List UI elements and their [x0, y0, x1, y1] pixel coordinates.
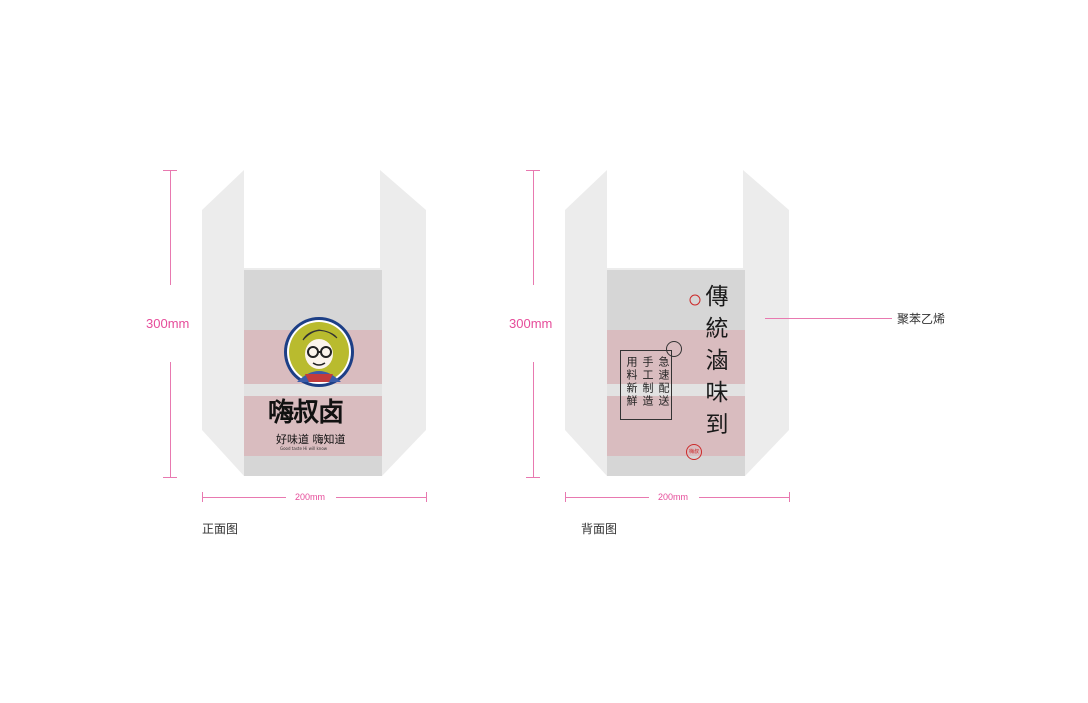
mascot-logo-icon	[284, 317, 354, 387]
front-height-line-top	[170, 170, 171, 285]
material-leader-line	[765, 318, 892, 319]
feature-box	[620, 350, 672, 420]
front-height-line-bottom	[170, 362, 171, 477]
back-caption: 背面图	[581, 522, 618, 536]
back-height-line-top	[533, 170, 534, 285]
brand-slogan: 好味道 嗨知道	[276, 433, 346, 446]
back-width-label: 200mm	[658, 492, 689, 502]
back-height-tick-bottom	[526, 477, 540, 478]
brand-name: 嗨叔卤	[268, 398, 344, 428]
feature-col-handmade: 手工制造	[641, 356, 654, 408]
feature-col-delivery: 急速配送	[657, 356, 670, 408]
material-label: 聚苯乙烯	[897, 312, 946, 326]
back-width-line-right	[699, 497, 789, 498]
back-headline: 傳統滷味到	[701, 284, 727, 444]
outline-circle-icon	[666, 341, 682, 357]
front-width-line-right	[336, 497, 426, 498]
back-height-label: 300mm	[509, 316, 553, 331]
brand-slogan-en: Good taste Hi will know	[280, 446, 328, 451]
front-width-label: 200mm	[295, 492, 326, 502]
back-width-tick-right	[789, 492, 790, 502]
front-caption: 正面图	[202, 522, 239, 536]
back-height-line-bottom	[533, 362, 534, 477]
feature-col-fresh: 用料新鮮	[625, 356, 638, 408]
front-height-label: 300mm	[146, 316, 190, 331]
back-width-line-left	[565, 497, 649, 498]
red-circle-icon	[689, 294, 701, 306]
red-stamp-icon: 嗨叔	[686, 444, 702, 460]
front-height-tick-bottom	[163, 477, 177, 478]
front-width-line-left	[202, 497, 286, 498]
back-bag	[565, 170, 789, 476]
front-width-tick-right	[426, 492, 427, 502]
stamp-text: 嗨叔	[688, 449, 699, 455]
